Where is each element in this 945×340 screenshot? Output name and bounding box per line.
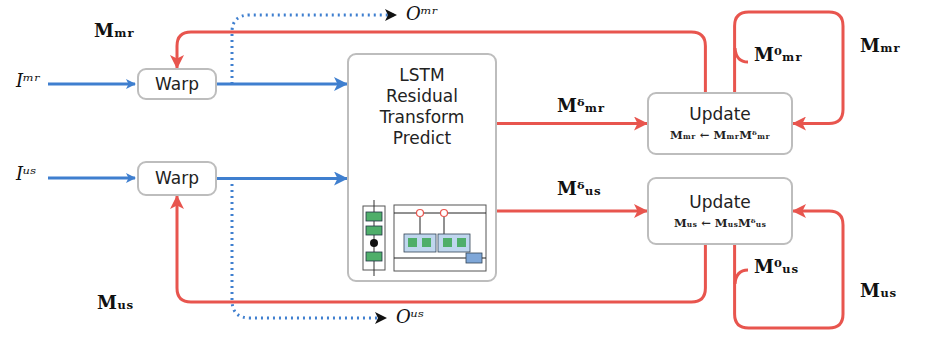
cell-frame	[394, 205, 486, 271]
lstm-box: LSTM Residual Transform Predict	[347, 53, 497, 282]
cell-block	[404, 234, 436, 252]
update-formula: Mᵤₛ ← MᵤₛMᵟᵤₛ	[674, 215, 766, 231]
chain-wire	[374, 200, 375, 276]
matrix-label: Mᵟᵤₛ	[555, 178, 603, 200]
cell-gate	[417, 210, 424, 217]
box-title: LSTM Residual Transform Predict	[370, 65, 474, 149]
image-label: Iᵘˢ	[14, 163, 38, 185]
lstm-illustration	[363, 200, 486, 276]
matrix-label: Mᵤₛ	[95, 292, 135, 314]
input-arrow	[48, 177, 135, 180]
chain-cell	[366, 226, 382, 235]
update-formula: Mₘᵣ ← MₘᵣMᵟₘᵣ	[670, 127, 770, 143]
cell-wire	[444, 217, 445, 234]
matrix-label: Mᵟₘᵣ	[555, 95, 607, 117]
image-flow-arrow	[217, 177, 347, 180]
transform-flow-arrow	[177, 196, 705, 302]
chain-cell	[366, 212, 382, 221]
cell-wire	[420, 217, 421, 234]
image-flow-arrow	[217, 83, 347, 86]
box-title: Warp	[155, 168, 199, 189]
cell-input-line	[394, 258, 470, 259]
update-box: UpdateMₘᵣ ← MₘᵣMᵟₘᵣ	[647, 92, 793, 155]
cell-gate-box	[457, 238, 466, 247]
warp-box: Warp	[137, 161, 217, 196]
init-matrix-label: M⁰ₘᵣ	[752, 44, 804, 66]
update-box: UpdateMᵤₛ ← MᵤₛMᵟᵤₛ	[647, 177, 793, 245]
output-dotted-arrow	[232, 15, 396, 84]
cell-gate-box	[422, 238, 431, 247]
chain-node	[370, 239, 378, 247]
matrix-label: Mₘᵣ	[92, 20, 136, 42]
matrix-label: Mₘᵣ	[858, 35, 902, 57]
cell-gate-box	[408, 238, 417, 247]
box-title: Update	[689, 192, 751, 213]
output-label: Oᵘˢ	[394, 306, 426, 328]
init-leader	[735, 48, 748, 62]
warp-box: Warp	[137, 68, 217, 100]
init-leader	[735, 270, 748, 284]
transform-flow-arrow	[497, 122, 647, 125]
init-matrix-label: M⁰ᵤₛ	[752, 256, 800, 278]
cell-output-wire	[482, 258, 486, 259]
transform-flow-arrow	[497, 210, 647, 213]
input-arrow	[48, 83, 135, 86]
cell-gate	[441, 210, 448, 217]
cell-output-box	[466, 253, 482, 263]
output-dotted-arrow	[232, 178, 386, 318]
cell-block	[438, 234, 470, 252]
output-label: Oᵐʳ	[404, 3, 440, 25]
cell-gate-box	[443, 238, 452, 247]
chain-cell	[366, 252, 382, 261]
image-label: Iᵐʳ	[14, 70, 42, 92]
box-title: Warp	[155, 74, 199, 95]
matrix-label: Mᵤₛ	[858, 280, 898, 302]
box-title: Update	[689, 104, 751, 125]
